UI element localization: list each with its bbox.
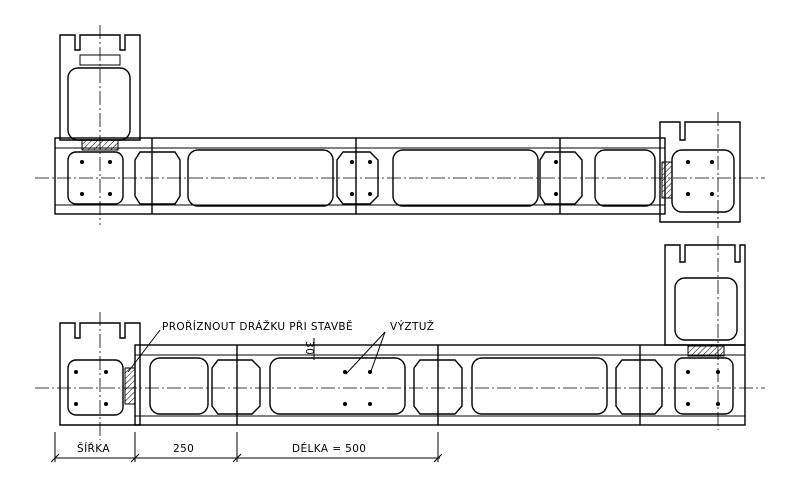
bottom-wall-blocks — [134, 344, 746, 426]
reinforcement-leader-line-1 — [345, 331, 386, 375]
reinforcement-leader-line-2 — [369, 331, 386, 375]
top-reinforcement-dots — [80, 160, 714, 196]
groove-leader-line — [127, 329, 161, 373]
length-dimension-label: DÉLKA = 500 — [292, 442, 366, 455]
dimension-line — [50, 432, 443, 463]
bottom-course-plan — [35, 236, 765, 440]
top-course-plan — [35, 25, 765, 228]
groove-depth-label: 30 — [303, 341, 315, 355]
width-dimension-label: ŠÍŘKA — [77, 442, 110, 455]
top-wall-blocks — [54, 137, 666, 215]
half-block-dimension-label: 250 — [173, 443, 194, 455]
corner-block-bottom-right — [664, 236, 746, 430]
reinforcement-label: VÝZTUŽ — [390, 320, 434, 333]
groove-note-label: PROŘÍZNOUT DRÁŽKU PŘI STAVBĚ — [162, 320, 353, 333]
bottom-reinforcement-dots — [74, 370, 720, 406]
corner-block-bottom-left — [59, 312, 141, 440]
corner-block-top-right — [659, 112, 741, 228]
corner-block-top-left — [59, 25, 141, 225]
